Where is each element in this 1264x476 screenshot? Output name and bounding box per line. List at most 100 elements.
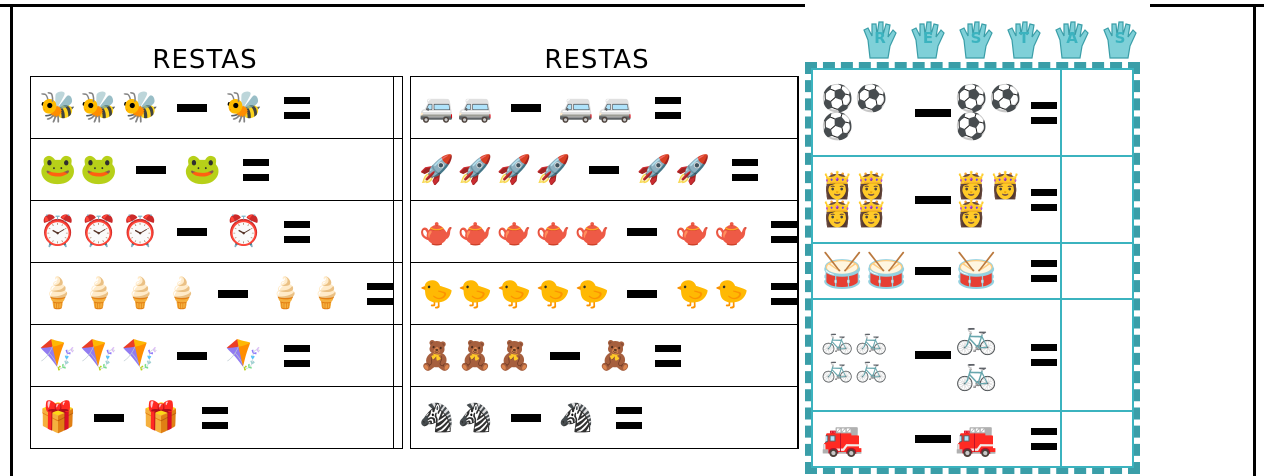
answer-box[interactable]	[797, 262, 800, 325]
clock-icon: ⏰	[225, 213, 263, 249]
minus-sign	[915, 108, 951, 117]
frog-icon: 🐸	[80, 151, 118, 187]
worksheet-3-box: ⚽⚽⚽⚽⚽⚽👸👸👸👸👸👸👸🥁🥁🥁🚲🚲🚲🚲🚲🚲🚒🚒	[805, 62, 1140, 474]
bee-icon: 🐝	[121, 89, 160, 125]
answer-box[interactable]	[1060, 155, 1134, 245]
duck-icon: 🐤	[457, 276, 493, 310]
answer-box[interactable]	[393, 76, 403, 139]
kite-icon: 🪁	[39, 337, 77, 373]
bear-icon: 🧸	[597, 338, 633, 372]
page-frame-top	[0, 4, 805, 7]
equals-sign	[771, 220, 798, 243]
answer-box[interactable]	[393, 386, 403, 449]
zebra-icon: 🦓	[419, 400, 454, 434]
title-letter: E	[922, 29, 934, 47]
answer-box[interactable]	[797, 200, 800, 263]
answer-box[interactable]	[797, 76, 800, 139]
title-letter: S	[1114, 29, 1126, 47]
teapot-icon: 🫖	[535, 214, 571, 248]
teapot-icon: 🫖	[675, 214, 711, 248]
answer-box[interactable]	[393, 324, 403, 387]
answer-box[interactable]	[393, 262, 403, 325]
problem-cell: 🍦🍦🍦🍦🍦🍦	[29, 262, 395, 325]
kite-icon: 🪁	[121, 337, 160, 373]
ball-icon: ⚽	[855, 83, 888, 114]
rocket-icon: 🚀	[496, 152, 532, 186]
equals-sign	[1031, 344, 1057, 367]
equals-sign	[367, 282, 394, 305]
doll-icon: 👸	[821, 170, 854, 201]
answer-box[interactable]	[797, 324, 800, 387]
answer-box[interactable]	[1060, 67, 1134, 158]
ball-icon: ⚽	[821, 83, 854, 114]
rocket-icon: 🚀	[419, 152, 454, 186]
bee-icon: 🐝	[225, 89, 263, 125]
answer-box[interactable]	[1060, 410, 1134, 468]
rocket-icon: 🚀	[636, 152, 672, 186]
problem-cell: 🧸🧸🧸🧸	[409, 324, 799, 387]
ball-icon: ⚽	[989, 83, 1022, 114]
icecream-icon: 🍦	[307, 275, 346, 311]
teapot-icon: 🫖	[419, 214, 454, 248]
hand-letter: A	[1052, 20, 1092, 60]
drum-icon: 🥁	[955, 251, 998, 292]
bear-icon: 🧸	[419, 338, 454, 372]
duck-icon: 🐤	[675, 276, 711, 310]
hand-letter: E	[908, 20, 948, 60]
problem-cell: 🐸🐸🐸	[29, 138, 395, 201]
minus-sign	[588, 165, 619, 174]
duck-icon: 🐤	[535, 276, 571, 310]
worksheet-2-title: RESTAS	[544, 45, 650, 75]
equals-sign	[654, 96, 681, 119]
problem-cell: 🐤🐤🐤🐤🐤🐤🐤	[409, 262, 799, 325]
icecream-icon: 🍦	[80, 275, 118, 311]
worksheet-row: ⏰⏰⏰⏰	[29, 200, 403, 263]
worksheet-row: 🧸🧸🧸🧸	[409, 324, 800, 387]
trike-icon: 🚲	[955, 317, 998, 358]
answer-box[interactable]	[393, 200, 403, 263]
problem-cell: ⏰⏰⏰⏰	[29, 200, 395, 263]
worksheet-row: 👸👸👸👸👸👸👸	[811, 155, 1134, 245]
ball-icon: ⚽	[821, 111, 854, 142]
worksheet-row: 🫖🫖🫖🫖🫖🫖🫖	[409, 200, 800, 263]
answer-box[interactable]	[797, 138, 800, 201]
minus-sign	[627, 289, 658, 298]
duck-icon: 🐤	[574, 276, 610, 310]
teapot-icon: 🫖	[714, 214, 750, 248]
teapot-icon: 🫖	[496, 214, 532, 248]
clock-icon: ⏰	[39, 213, 77, 249]
minus-sign	[549, 351, 580, 360]
rocket-icon: 🚀	[535, 152, 571, 186]
answer-box[interactable]	[1060, 242, 1134, 301]
problem-cell: 🪁🪁🪁🪁	[29, 324, 395, 387]
minus-sign	[915, 435, 951, 444]
answer-box[interactable]	[797, 386, 800, 449]
problem-cell: 🫖🫖🫖🫖🫖🫖🫖	[409, 200, 799, 263]
equals-sign	[1031, 260, 1057, 283]
drum-icon: 🥁	[821, 251, 864, 292]
problem-cell: 🚒🚒	[811, 410, 1062, 468]
firetruck-icon: 🚒	[821, 419, 864, 460]
answer-box[interactable]	[1060, 298, 1134, 413]
problem-cell: 🥁🥁🥁	[811, 242, 1062, 301]
worksheet-2-table: 🚐🚐🚐🚐🚀🚀🚀🚀🚀🚀🫖🫖🫖🫖🫖🫖🫖🐤🐤🐤🐤🐤🐤🐤🧸🧸🧸🧸🦓🦓🦓	[409, 76, 800, 449]
title-letter: R	[874, 29, 886, 47]
equals-sign	[615, 406, 642, 429]
worksheet-1-title: RESTAS	[152, 45, 258, 75]
equals-sign	[243, 158, 270, 181]
answer-box[interactable]	[393, 138, 403, 201]
minus-sign	[915, 267, 951, 276]
duck-icon: 🐤	[496, 276, 532, 310]
clock-icon: ⏰	[121, 213, 160, 249]
page-frame-left	[10, 4, 13, 476]
page-frame-right	[1253, 4, 1256, 476]
minus-sign	[510, 103, 541, 112]
jackbox-icon: 🎁	[39, 399, 77, 435]
worksheet-row: 🎁🎁	[29, 386, 403, 449]
duck-icon: 🐤	[419, 276, 454, 310]
rocket-icon: 🚀	[675, 152, 711, 186]
minus-sign	[177, 103, 208, 112]
firetruck-icon: 🚒	[955, 419, 998, 460]
worksheet-row: 🚐🚐🚐🚐	[409, 76, 800, 139]
